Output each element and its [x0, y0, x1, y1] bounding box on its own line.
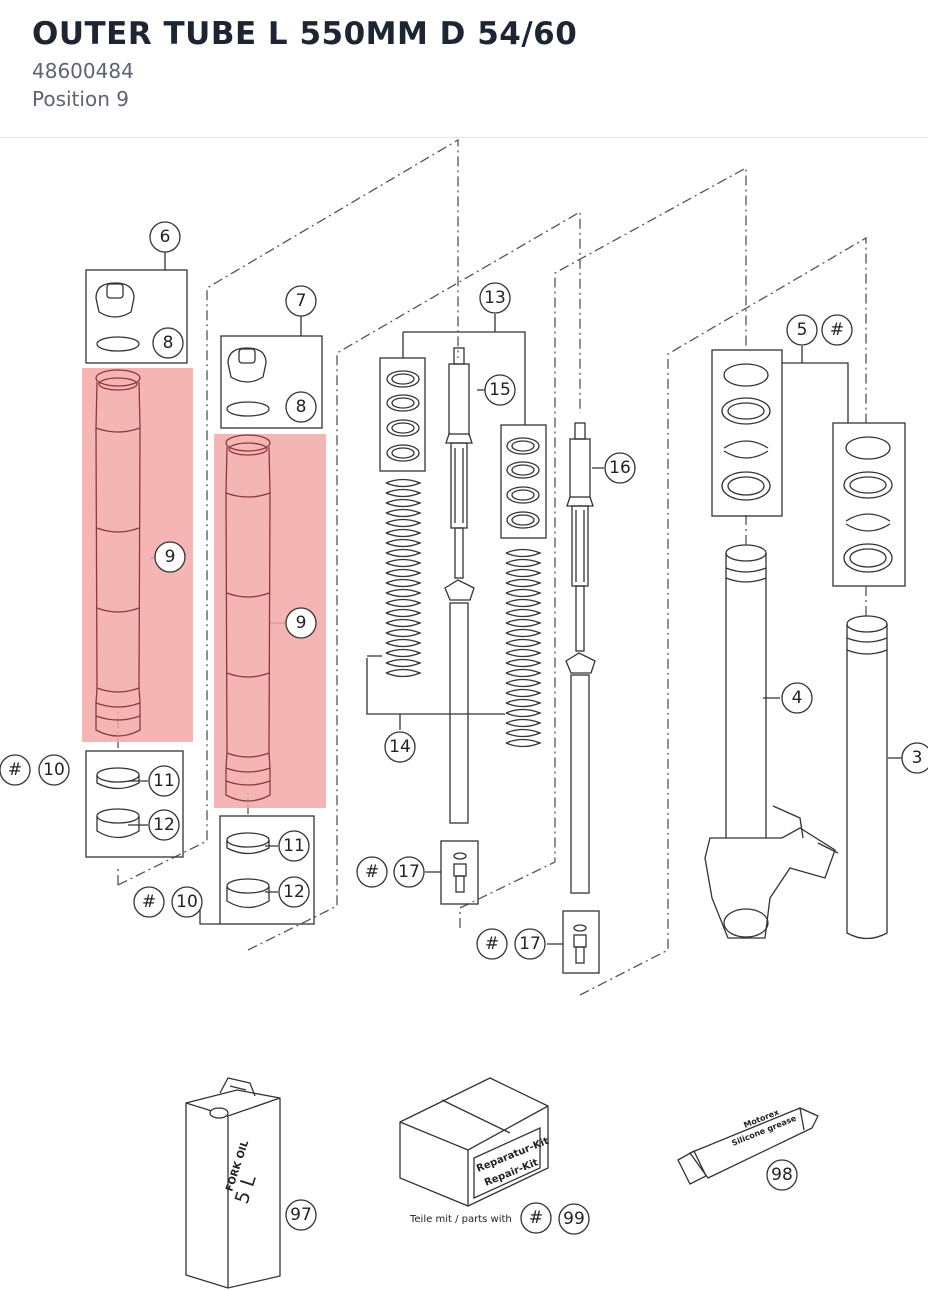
- repair-kit-box-99: [399, 1077, 549, 1207]
- callout-99: 99: [563, 1209, 585, 1229]
- parts-with-note: Teile mit / parts with: [409, 1214, 512, 1225]
- part-title: OUTER TUBE L 550MM D 54/60: [32, 16, 578, 52]
- spring-right: [505, 548, 542, 748]
- fork-oil-can-97: [185, 1077, 281, 1289]
- callout-8: 8: [163, 333, 174, 353]
- part-header: OUTER TUBE L 550MM D 54/60 48600484 Posi…: [0, 0, 928, 138]
- callout-9: 9: [165, 547, 176, 567]
- callout-hash: #: [529, 1208, 543, 1228]
- callout-8: 8: [296, 397, 307, 417]
- bushings-left: [96, 767, 140, 839]
- seal-kit-5-left: [721, 363, 771, 501]
- shim-washers-right: [506, 437, 540, 529]
- outer-tube-9-left: [95, 369, 141, 737]
- bolt-17-right: [573, 924, 587, 964]
- fork-cap-6: [95, 282, 140, 352]
- callout-11: 11: [283, 836, 305, 856]
- damper-cartridge-15: [444, 347, 475, 824]
- callout-hash: #: [365, 862, 379, 882]
- callout-16: 16: [609, 458, 631, 478]
- callout-13: 13: [484, 288, 506, 308]
- callout-6: 6: [160, 227, 171, 247]
- callout-98: 98: [771, 1165, 793, 1185]
- shim-washers-left: [386, 370, 420, 462]
- outer-tube-9-right: [225, 434, 271, 802]
- bolt-17-left: [453, 852, 467, 893]
- grease-tube-98: [677, 1107, 819, 1185]
- callout-7: 7: [296, 291, 307, 311]
- callout-10: 10: [43, 760, 65, 780]
- callout-hash: #: [142, 892, 156, 912]
- assembly-guide-lines: [117, 138, 867, 996]
- part-position: Position 9: [32, 87, 129, 111]
- part-number: 48600484: [32, 59, 134, 83]
- callout-17: 17: [398, 862, 420, 882]
- callout-9: 9: [296, 613, 307, 633]
- exploded-fork-diagram: FORK OIL 5 L Reparatur-Kit Repair-Kit Te…: [0, 138, 928, 1289]
- callout-15: 15: [489, 380, 511, 400]
- callout-hash: #: [8, 760, 22, 780]
- callout-17: 17: [519, 934, 541, 954]
- callout-12: 12: [153, 815, 175, 835]
- callout-11: 11: [153, 771, 175, 791]
- callout-4: 4: [792, 688, 803, 708]
- fork-cap-7: [226, 347, 270, 417]
- seal-kit-5-right: [843, 436, 893, 573]
- inner-tube-4: [704, 544, 839, 939]
- spring-left: [385, 478, 422, 678]
- callout-12: 12: [283, 882, 305, 902]
- callout-10: 10: [176, 892, 198, 912]
- callout-14: 14: [389, 737, 411, 757]
- callout-hash: #: [485, 934, 499, 954]
- damper-cartridge-16: [565, 422, 596, 894]
- callout-3: 3: [912, 748, 923, 768]
- callout-5: 5: [797, 320, 808, 340]
- callout-97: 97: [290, 1205, 312, 1225]
- bushings-right: [226, 832, 270, 909]
- callout-hash: #: [830, 320, 844, 340]
- inner-tube-3: [846, 615, 888, 940]
